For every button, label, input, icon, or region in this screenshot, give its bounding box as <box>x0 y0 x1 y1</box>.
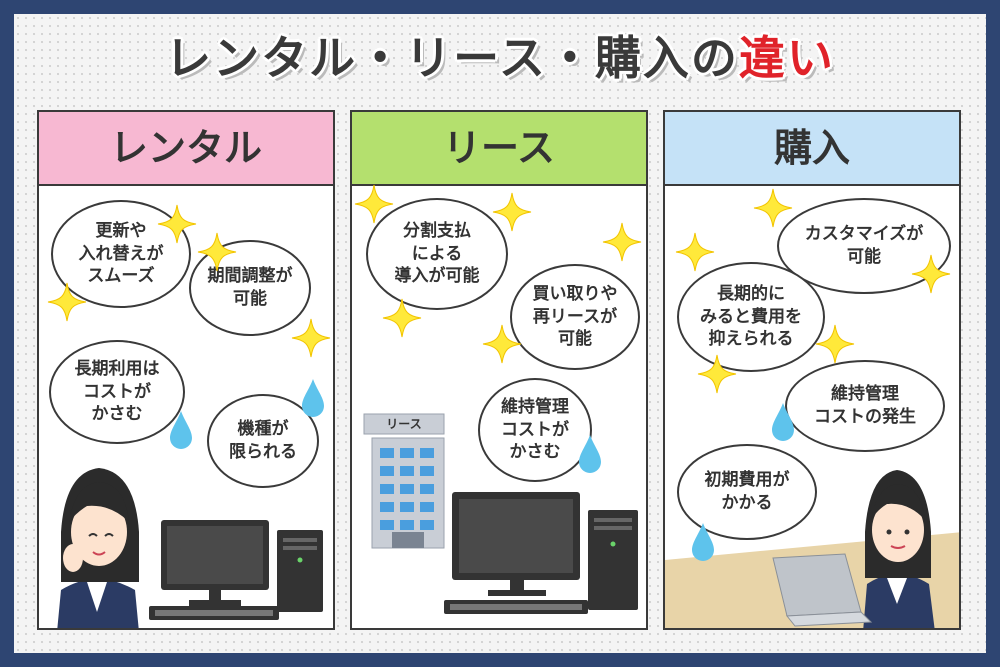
sparkle-icon <box>382 298 422 338</box>
purchase-bubble-maintenance-cost: 維持管理 コストの発生 <box>785 360 945 452</box>
purchase-heading: 購入 <box>665 112 959 186</box>
sparkle-icon <box>47 282 87 322</box>
lease-bubble-buyout-release: 買い取りや 再リースが 可能 <box>510 264 640 370</box>
sparkle-icon <box>602 222 642 262</box>
purchase-panel: 購入 カスタマイズが 可能 長期的に みると費用を 抑えられる 維持管理 コスト… <box>663 110 961 630</box>
sparkle-icon <box>482 324 522 364</box>
lease-bubble-installment: 分割支払 による 導入が可能 <box>366 198 508 310</box>
title-accent: 違い <box>738 31 835 85</box>
sparkle-icon <box>911 254 951 294</box>
sparkle-icon <box>157 204 197 244</box>
sparkle-icon <box>291 318 331 358</box>
purchase-bubble-initial-cost: 初期費用が かかる <box>677 444 817 540</box>
rental-panel: レンタル 更新や 入れ替えが スムーズ 期間調整が 可能 長期利用は コストが … <box>37 110 335 630</box>
water-drop-icon <box>169 410 193 450</box>
rental-bubble-long-term-cost: 長期利用は コストが かさむ <box>49 340 185 444</box>
lease-panel: リース リース 分割支払 による 導入が可能 買い取りや 再リースが 可能 維持… <box>350 110 648 630</box>
sparkle-icon <box>697 354 737 394</box>
purchase-bubble-long-term-savings: 長期的に みると費用を 抑えられる <box>677 262 825 372</box>
lease-bubble-maintenance-cost: 維持管理 コストが かさむ <box>478 378 592 482</box>
water-drop-icon <box>771 402 795 442</box>
water-drop-icon <box>691 522 715 562</box>
purchase-bubble-customize: カスタマイズが 可能 <box>777 198 951 294</box>
title-main: レンタル・リース・購入の <box>165 31 739 85</box>
sparkle-icon <box>354 184 394 224</box>
rental-bubble-smooth-update: 更新や 入れ替えが スムーズ <box>51 200 191 308</box>
rental-bubble-limited-models: 機種が 限られる <box>207 394 319 488</box>
sparkle-icon <box>815 324 855 364</box>
rental-heading: レンタル <box>39 112 333 186</box>
lease-illustration <box>363 413 638 614</box>
water-drop-icon <box>301 378 325 418</box>
sparkle-icon <box>675 232 715 272</box>
lease-heading: リース <box>352 112 646 186</box>
water-drop-icon <box>578 434 602 474</box>
building-sign: リース <box>386 417 422 431</box>
sparkle-icon <box>197 232 237 272</box>
sparkle-icon <box>492 192 532 232</box>
sparkle-icon <box>753 188 793 228</box>
page-title: レンタル・リース・購入の違い <box>0 22 1000 88</box>
